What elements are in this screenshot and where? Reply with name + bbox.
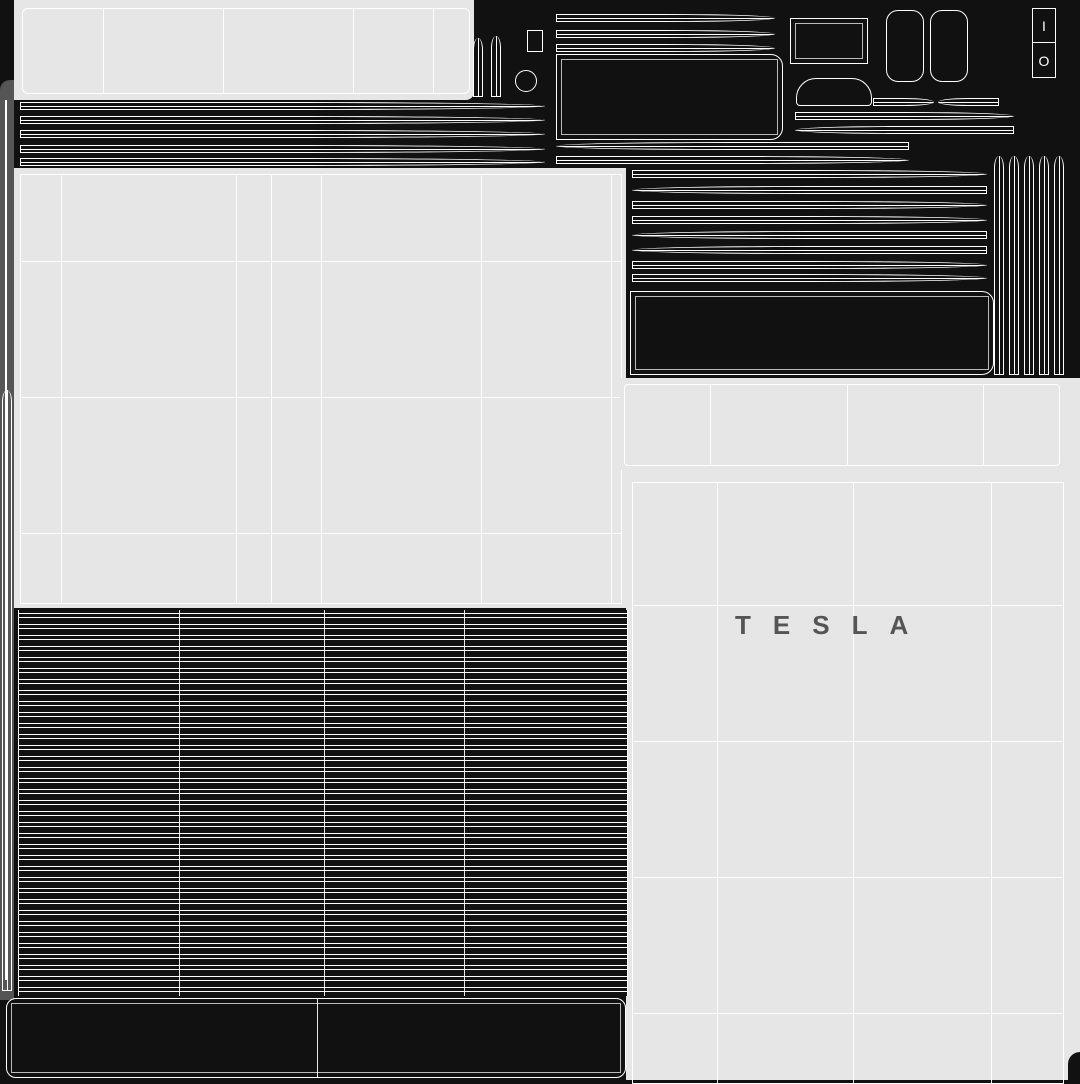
back-panel: [626, 470, 1080, 1084]
uv-strip: [20, 130, 545, 138]
switch-on-symbol: I: [1033, 9, 1055, 43]
uv-strip: [795, 112, 1014, 120]
vertical-strip: [1009, 156, 1019, 375]
uv-strip: [556, 30, 775, 38]
tesla-logo: TESLA: [735, 610, 931, 640]
uv-strip: [20, 102, 545, 110]
top-left-panel-wire: [22, 8, 470, 94]
uv-strip: [632, 201, 987, 209]
uv-strip: [632, 274, 987, 282]
front-panel-wire: [20, 174, 622, 604]
uv-strip: [556, 142, 909, 150]
uv-strip: [20, 145, 545, 153]
connector-part: [527, 30, 543, 52]
top-left-panel: [14, 0, 474, 100]
small-pin-part: [491, 36, 501, 97]
dark-block-right: [630, 291, 994, 375]
uv-strip: [556, 156, 909, 164]
power-switch: I O: [1032, 8, 1056, 78]
small-pin-part: [473, 38, 483, 97]
uv-strip: [632, 261, 987, 269]
side-panel-right-wire: [624, 384, 1060, 466]
vertical-strip: [1039, 156, 1049, 375]
uv-strip: [632, 246, 987, 254]
dark-block-top: [556, 54, 783, 140]
octagon-part: [515, 70, 537, 92]
foot-part: [886, 10, 924, 82]
uv-strip: [632, 216, 987, 224]
vertical-strip: [1054, 156, 1064, 375]
side-panel-right: [620, 378, 1080, 470]
uv-strip: [632, 231, 987, 239]
front-panel: [14, 168, 626, 608]
back-panel-wire: [632, 482, 1064, 1084]
vertical-strip: [994, 156, 1004, 375]
curved-part: [796, 78, 872, 106]
bracket-part: [790, 18, 868, 64]
uv-strip: [873, 98, 934, 106]
foot-part: [930, 10, 968, 82]
uv-strip: [556, 14, 775, 22]
switch-off-symbol: O: [1038, 52, 1050, 69]
corner-piece: [1068, 1052, 1080, 1080]
uv-strip: [632, 186, 987, 194]
uv-strip: [556, 44, 775, 52]
dark-block-bottom: [6, 998, 626, 1078]
uv-strip: [20, 116, 545, 124]
vertical-strip: [1024, 156, 1034, 375]
vent-strips: [18, 610, 628, 996]
side-rail-strip: [2, 390, 12, 991]
uv-strip: [938, 98, 999, 106]
uv-strip: [795, 126, 1014, 134]
uv-strip: [20, 158, 545, 166]
uv-strip: [632, 170, 987, 178]
